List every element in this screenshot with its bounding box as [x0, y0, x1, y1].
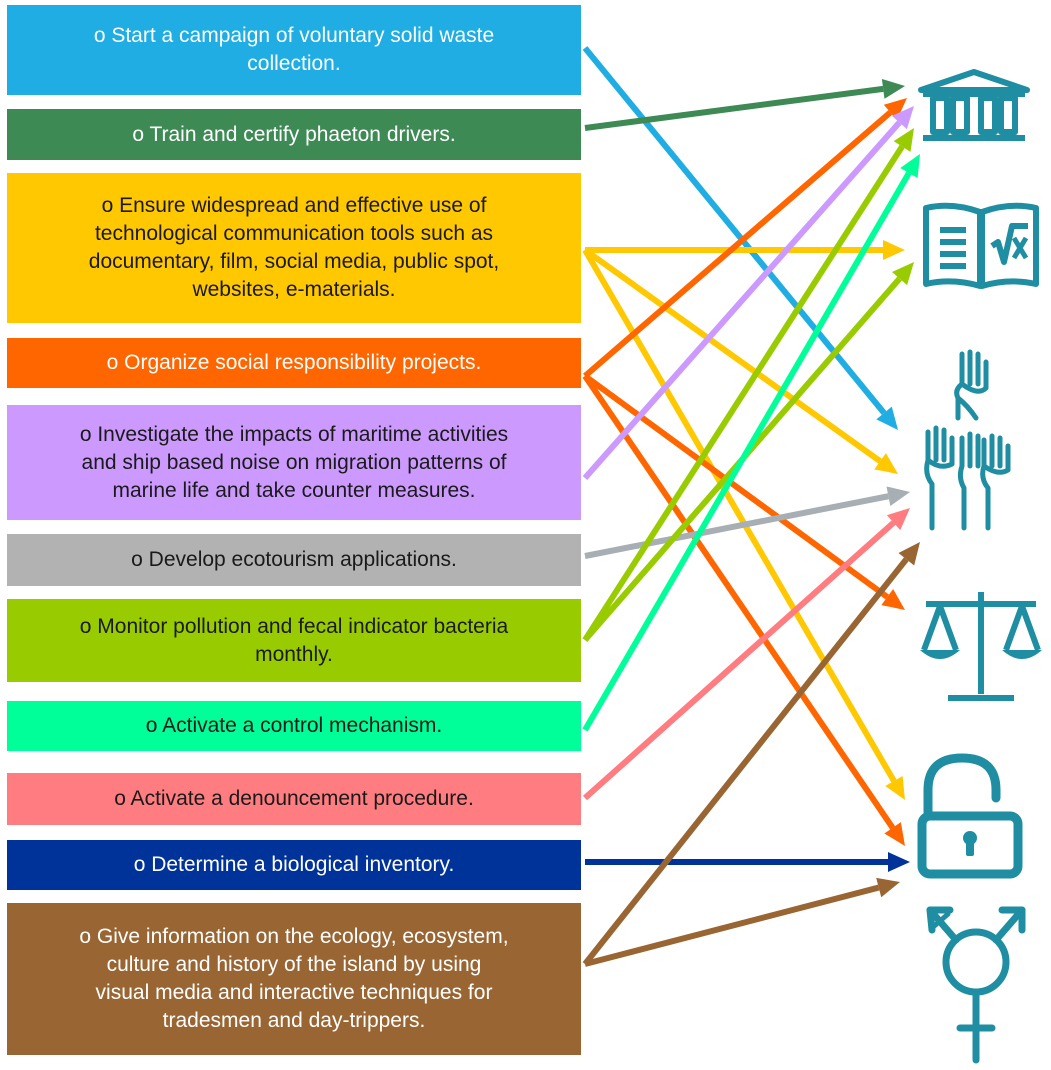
arrow-line	[583, 520, 896, 801]
arrow-head	[881, 588, 905, 610]
arrow-head	[891, 106, 914, 130]
connector-denounce-to-participation	[583, 508, 910, 801]
action-box-phaeton: o Train and certify phaeton drivers.	[7, 109, 581, 160]
arrow-line	[582, 374, 896, 830]
action-text: o Determine a biological inventory.	[133, 853, 455, 876]
connector-ecology-to-openness	[584, 877, 900, 967]
arrow-line	[582, 171, 912, 732]
arrow-line	[584, 884, 880, 967]
action-text: o Ensure widespread and effective use of…	[88, 194, 500, 301]
action-box-tech: o Ensure widespread and effective use of…	[7, 173, 581, 323]
arrow-head	[885, 775, 905, 800]
arrow-head	[898, 542, 920, 566]
connector-pollution-to-institution	[582, 128, 914, 642]
connector-social-to-institution	[583, 98, 907, 379]
arrow-head	[883, 98, 907, 120]
connector-tech-to-openness	[582, 248, 905, 800]
action-text: o Start a campaign of voluntary solid wa…	[93, 24, 495, 75]
arrow-head	[874, 453, 898, 474]
action-box-maritime: o Investigate the impacts of maritime ac…	[7, 405, 581, 520]
gender-symbol-icon	[926, 906, 1026, 1064]
arrow-line	[584, 493, 889, 559]
connector-tech-to-participation	[583, 247, 898, 474]
arrow-head	[892, 262, 914, 286]
arrow-head	[900, 154, 920, 179]
action-box-denounce: o Activate a denouncement procedure.	[7, 773, 581, 825]
arrow-line	[584, 85, 884, 131]
arrow-line	[583, 247, 882, 464]
action-box-inventory: o Determine a biological inventory.	[7, 840, 581, 890]
arrow-head	[886, 486, 910, 507]
arrow-line	[582, 248, 897, 783]
institution-icon	[918, 69, 1030, 141]
arrow-line	[583, 110, 893, 379]
arrow-head	[893, 128, 914, 152]
action-text: o Organize social responsibility project…	[106, 351, 482, 374]
action-box-ecotourism: o Develop ecotourism applications.	[7, 534, 581, 586]
raised-hands-icon	[924, 349, 1011, 531]
arrow-line	[583, 373, 890, 600]
connector-social-to-justice	[583, 373, 905, 610]
action-text: o Train and certify phaeton drivers.	[132, 122, 456, 146]
connector-ecotourism-to-participation	[584, 486, 910, 559]
arrow-head	[886, 508, 910, 531]
connector-phaeton-to-institution	[584, 78, 905, 131]
action-text: o Activate a control mechanism.	[145, 714, 443, 737]
arrow-head	[883, 240, 905, 260]
action-box-ecology: o Give information on the ecology, ecosy…	[7, 903, 581, 1055]
action-box-waste: o Start a campaign of voluntary solid wa…	[7, 5, 581, 95]
action-box-pollution: o Monitor pollution and fecal indicator …	[7, 599, 581, 682]
action-text: o Give information on the ecology, ecosy…	[79, 925, 509, 1032]
arrow-line	[582, 144, 905, 642]
action-text: o Activate a denouncement procedure.	[114, 787, 474, 810]
connector-maritime-to-institution	[582, 106, 914, 480]
arrow-head	[876, 877, 900, 898]
arrow-head	[884, 822, 905, 846]
justice-scale-icon	[920, 592, 1042, 701]
arrow-line	[582, 120, 902, 480]
connector-control-to-institution	[582, 154, 920, 732]
action-box-social: o Organize social responsibility project…	[7, 338, 581, 388]
action-text: o Develop ecotourism applications.	[131, 548, 457, 571]
action-text: o Monitor pollution and fecal indicator …	[79, 614, 509, 666]
education-book-icon	[923, 202, 1039, 289]
arrow-head	[881, 78, 905, 99]
connector-social-to-openness	[582, 374, 905, 846]
arrow-line	[582, 557, 909, 966]
arrow-head	[888, 852, 910, 872]
open-padlock-icon	[917, 753, 1023, 879]
connector-ecology-to-participation	[582, 542, 920, 966]
action-box-control: o Activate a control mechanism.	[7, 701, 581, 751]
arrow-head	[876, 406, 898, 430]
action-text: o Investigate the impacts of maritime ac…	[79, 422, 509, 502]
connector-inventory-to-openness	[585, 852, 910, 872]
